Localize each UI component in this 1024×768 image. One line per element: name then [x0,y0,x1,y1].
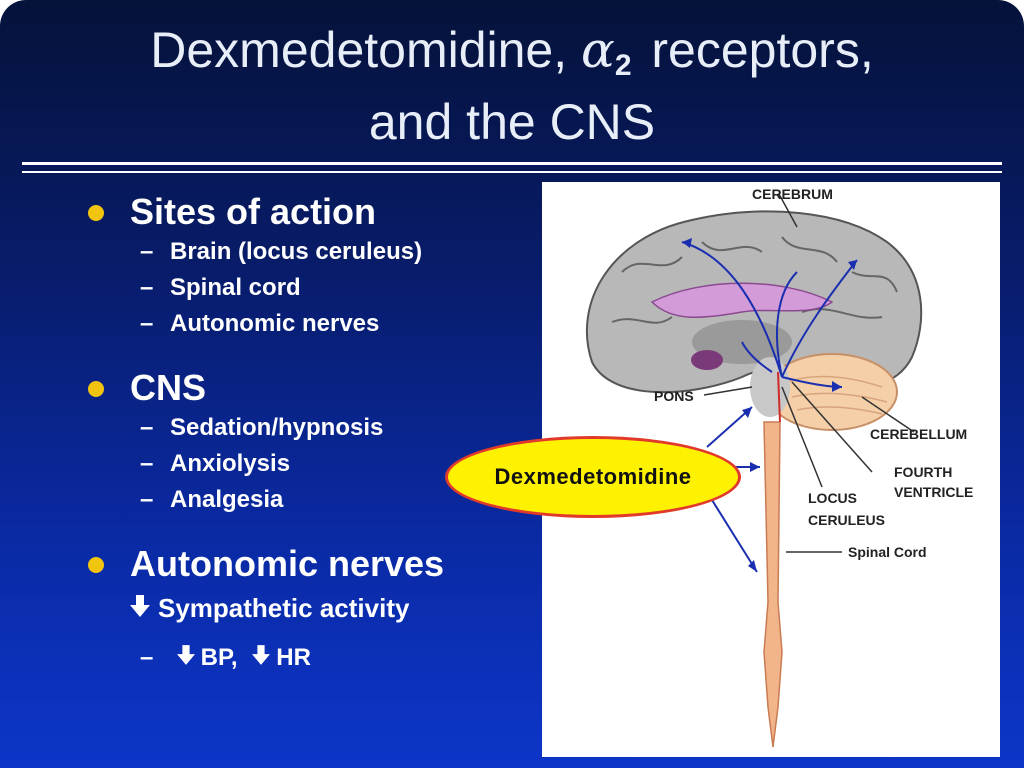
pons-shape [750,357,790,417]
section-autonomic-nerves: Autonomic nerves [88,542,538,586]
brain-illustration [586,193,923,748]
title-divider-top [22,162,1002,165]
alpha-symbol: α [581,21,615,79]
alpha-subscript: 2 [614,49,632,82]
dash-marker: – [140,486,154,513]
label-fourth: FOURTH [894,464,953,480]
effect-text: Sympathetic activity [158,593,410,623]
down-arrow-icon [176,640,201,676]
slide-title: Dexmedetomidine, α2 receptors, and the C… [0,22,1024,150]
label-cerebellum: CEREBELLUM [870,426,968,442]
title-divider-bottom [22,171,1002,173]
list-item: –Sedation/hypnosis [88,410,538,446]
section-cns: CNS [88,366,538,410]
section-heading: Sites of action [130,191,377,232]
hr-text: HR [276,644,311,671]
drug-oval: Dexmedetomidine [445,436,741,518]
label-spinal-cord: Spinal Cord [848,544,927,560]
down-arrow-icon [130,586,158,630]
list-item: –Brain (locus ceruleus) [88,234,538,270]
section-heading: Autonomic nerves [130,543,445,584]
bullet-dot-icon [88,381,104,397]
list-item: –Analgesia [88,482,538,518]
dash-marker: – [140,644,154,671]
dash-marker: – [140,450,154,477]
title-line-1: Dexmedetomidine, α2 receptors, [0,22,1024,94]
dash-marker: – [140,238,154,265]
label-locus: LOCUS [808,490,857,506]
bullet-dot-icon [88,557,104,573]
dash-marker: – [140,310,154,337]
effect-detail: – BP, HR [88,640,538,676]
label-pons: PONS [654,388,694,404]
section-sites-of-action: Sites of action [88,190,538,234]
title-prefix: Dexmedetomidine, [150,22,568,78]
dash-marker: – [140,274,154,301]
section-heading: CNS [130,367,207,408]
label-ventricle: VENTRICLE [894,484,974,500]
drug-label: Dexmedetomidine [494,464,692,489]
title-suffix: receptors, [651,22,874,78]
label-ceruleus: CERULEUS [808,512,886,528]
effect-line: Sympathetic activity [88,586,538,630]
bullet-list: Sites of action –Brain (locus ceruleus) … [88,190,538,676]
title-line-2: and the CNS [368,94,656,150]
bullet-dot-icon [88,205,104,221]
spinal-cord-shape [763,421,783,748]
list-item: –Autonomic nerves [88,306,538,342]
list-item: –Spinal cord [88,270,538,306]
label-cerebrum: CEREBRUM [752,186,833,202]
corpus-callosum-shape [650,282,834,319]
list-item: –Anxiolysis [88,446,538,482]
down-arrow-icon [252,640,276,676]
dash-marker: – [140,414,154,441]
bp-text: BP, [200,644,238,671]
